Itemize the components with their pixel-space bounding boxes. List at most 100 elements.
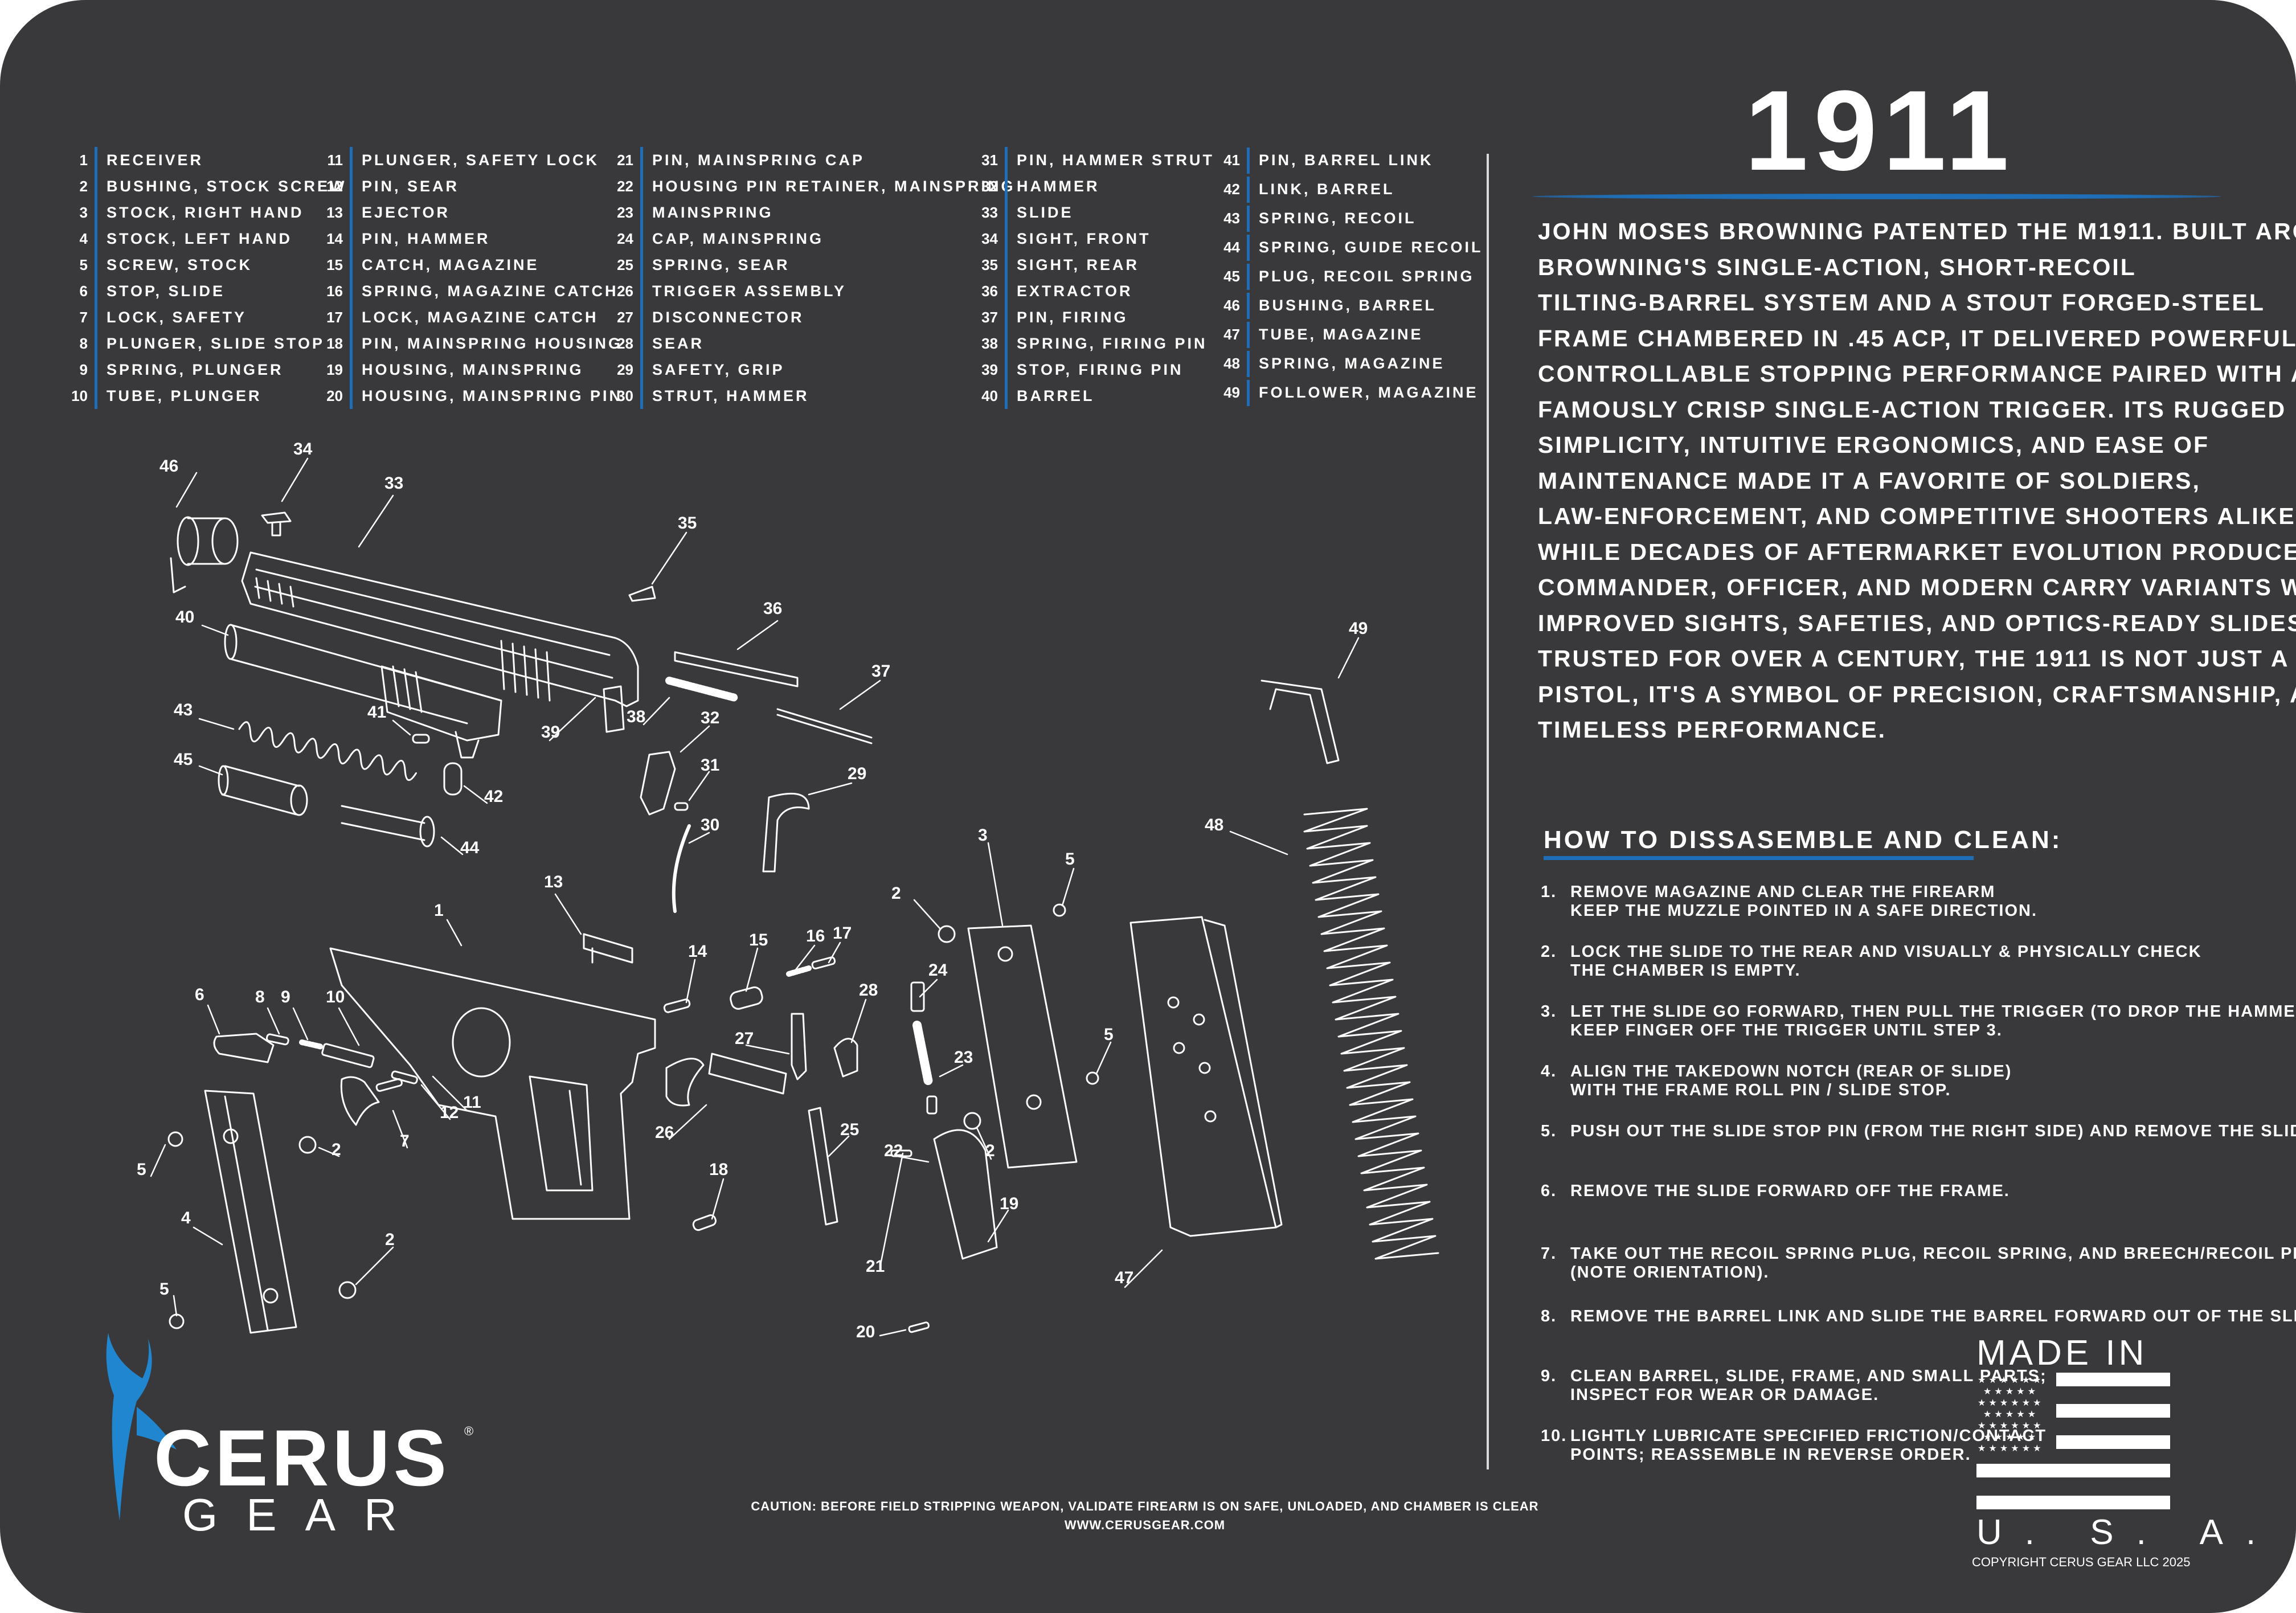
callout-number: 6 <box>195 985 204 1004</box>
part-number: 23 <box>617 203 633 221</box>
part-name: STOP, SLIDE <box>107 282 226 300</box>
step-text-line: TAKE OUT THE RECOIL SPRING PLUG, RECOIL … <box>1570 1244 2296 1263</box>
part-number: 9 <box>79 361 88 378</box>
part-number: 44 <box>1223 239 1240 256</box>
part-divider-bar <box>1005 147 1008 173</box>
part-name: PIN, MAINSPRING CAP <box>652 151 865 169</box>
housing-pin-retainer-icon <box>926 1095 938 1115</box>
sear-pin-icon <box>375 1078 403 1092</box>
part-number: 47 <box>1223 326 1240 343</box>
hammer-pin-icon <box>663 998 691 1013</box>
part-divider-bar <box>350 383 353 409</box>
callout-number: 20 <box>856 1323 875 1341</box>
part-divider-bar <box>350 278 353 304</box>
part-divider-bar <box>1247 205 1250 232</box>
callout-number: 14 <box>688 942 707 961</box>
part-divider-bar <box>640 252 643 278</box>
part-number: 7 <box>79 308 88 326</box>
part-divider-bar <box>640 357 643 383</box>
plunger-spring-icon <box>299 1039 325 1050</box>
part-divider-bar <box>350 357 353 383</box>
part-number: 49 <box>1223 384 1240 401</box>
step-text-line: INSPECT FOR WEAR OR DAMAGE. <box>1570 1386 1880 1404</box>
leader-lines <box>150 457 1360 1337</box>
part-name: PLUNGER, SLIDE STOP <box>107 334 325 352</box>
part-divider-bar <box>1247 147 1250 174</box>
instruction-step: 6.REMOVE THE SLIDE FORWARD OFF THE FRAME… <box>1541 1182 2010 1201</box>
part-name: STOCK, LEFT HAND <box>107 230 292 247</box>
callout-number: 35 <box>678 514 697 533</box>
part-divider-bar <box>1247 292 1250 319</box>
callout-number: 42 <box>484 787 504 806</box>
part-name: TUBE, PLUNGER <box>107 387 262 404</box>
step-text-line: WITH THE FRAME ROLL PIN / SLIDE STOP. <box>1570 1081 1951 1099</box>
callout-number: 8 <box>255 988 265 1006</box>
part-number: 39 <box>981 361 998 378</box>
part-divider-bar <box>95 304 97 330</box>
part-name: TUBE, MAGAZINE <box>1259 326 1423 343</box>
step-text-line: REMOVE THE BARREL LINK AND SLIDE THE BAR… <box>1570 1307 2296 1325</box>
part-number: 45 <box>1223 268 1240 285</box>
callout-number: 5 <box>1104 1025 1114 1044</box>
part-divider-bar <box>640 226 643 252</box>
part-name: SIGHT, REAR <box>1017 256 1140 273</box>
country-label: U. S. A. <box>1976 1513 2279 1552</box>
part-number: 4 <box>79 230 88 247</box>
website-link[interactable]: WWW.CERUSGEAR.COM <box>1064 1518 1226 1532</box>
logo-registered-mark: ® <box>464 1424 474 1438</box>
step-text-line: REMOVE THE SLIDE FORWARD OFF THE FRAME. <box>1570 1182 2010 1200</box>
part-name: SPRING, MAGAZINE <box>1259 355 1445 372</box>
step-number: 3. <box>1541 1002 1557 1021</box>
callout-number: 1 <box>434 901 444 920</box>
part-divider-bar <box>1005 304 1008 330</box>
description-line: TILTING-BARREL SYSTEM AND A STOUT FORGED… <box>1538 289 2265 316</box>
callout-number: 18 <box>709 1160 729 1179</box>
instruction-step: 10.LIGHTLY LUBRICATE SPECIFIED FRICTION/… <box>1541 1427 2047 1464</box>
firing-pin-stop-icon <box>603 685 625 733</box>
part-number: 38 <box>981 334 998 352</box>
part-divider-bar <box>1005 383 1008 409</box>
caution-text: CAUTION: BEFORE FIELD STRIPPING WEAPON, … <box>751 1499 1539 1513</box>
part-name: SPRING, GUIDE RECOIL <box>1259 239 1483 256</box>
callout-number: 32 <box>701 709 720 727</box>
part-divider-bar <box>350 226 353 252</box>
step-text-line: LET THE SLIDE GO FORWARD, THEN PULL THE … <box>1570 1002 2296 1021</box>
callout-number: 40 <box>175 608 195 627</box>
step-number: 8. <box>1541 1307 1557 1325</box>
stock-screw-icon <box>169 1313 185 1329</box>
part-name: LOCK, MAGAZINE CATCH <box>362 308 599 326</box>
part-number: 10 <box>71 387 88 404</box>
part-number: 8 <box>79 334 88 352</box>
part-name: BARREL <box>1017 387 1095 404</box>
part-number: 12 <box>326 177 343 195</box>
stock-screw-bushing-icon <box>963 1112 981 1130</box>
part-divider-bar <box>1005 252 1008 278</box>
part-name: LINK, BARREL <box>1259 181 1395 198</box>
part-divider-bar <box>95 199 97 226</box>
instruction-step: 3. LET THE SLIDE GO FORWARD, THEN PULL TH… <box>1541 1002 2296 1040</box>
mainspring-icon <box>912 1021 933 1087</box>
part-name: FOLLOWER, MAGAZINE <box>1259 384 1479 401</box>
part-name: PIN, HAMMER <box>362 230 490 247</box>
part-name: BUSHING, BARREL <box>1259 297 1437 314</box>
parts-list-item: 10 TUBE, PLUNGER <box>52 383 347 409</box>
part-name: HOUSING, MAINSPRING PIN <box>362 387 623 404</box>
part-number: 20 <box>326 387 343 404</box>
part-divider-bar <box>1247 350 1250 377</box>
callout-number: 13 <box>544 873 563 891</box>
callout-number: 46 <box>159 457 179 476</box>
